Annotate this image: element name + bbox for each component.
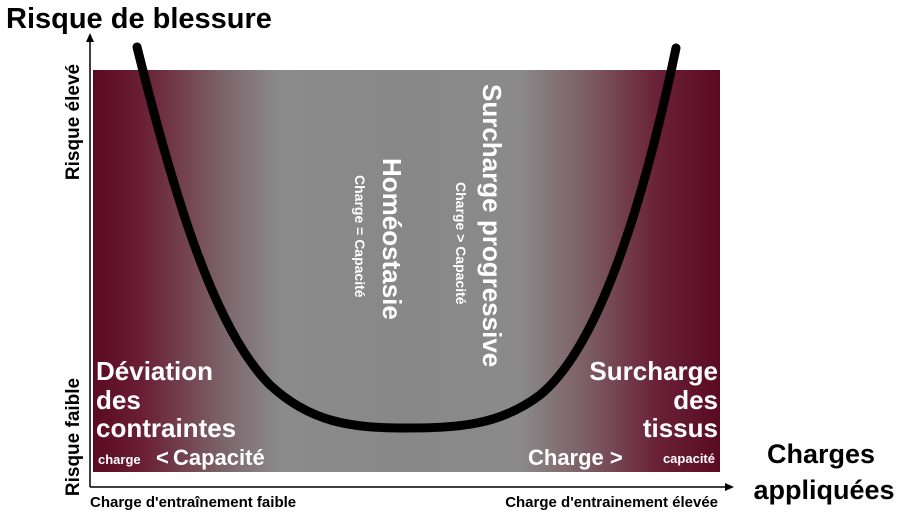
risk-curve xyxy=(132,42,681,433)
chart-title: Risque de blessure xyxy=(6,3,272,35)
zone-surcharge-progressive: Surcharge progressive Charge > Capacité xyxy=(453,84,507,367)
zone-surcharge-tissus-line2: des xyxy=(673,385,718,415)
zone-homeostasie-sub: Charge = Capacité xyxy=(352,175,368,298)
x-axis-title-line2: appliquées xyxy=(753,475,894,505)
zone-surcharge-tissus-line3: tissus xyxy=(643,413,718,443)
zone-deviation: Déviation des contraintes charge < Capac… xyxy=(96,356,265,470)
zone-surcharge-progressive-sub: Charge > Capacité xyxy=(453,182,469,305)
x-axis xyxy=(90,483,734,491)
zone-deviation-line1: Déviation xyxy=(96,356,213,386)
zone-surcharge-tissus-sub-big: Charge > xyxy=(528,445,623,470)
zone-deviation-line3: contraintes xyxy=(96,413,236,443)
zone-surcharge-tissus-line1: Surcharge xyxy=(589,356,718,386)
x-label-high: Charge d'entrainement élevée xyxy=(505,494,718,511)
zone-deviation-sub-big: Capacité xyxy=(173,445,265,470)
zone-deviation-line2: des xyxy=(96,385,141,415)
zone-surcharge-tissus-sub-small: capacité xyxy=(663,451,715,466)
zone-deviation-sub-small: charge xyxy=(98,452,141,467)
y-label-low: Risque faible xyxy=(63,378,84,496)
zone-homeostasie-title: Homéostasie xyxy=(377,158,407,320)
zone-homeostasie: Homéostasie Charge = Capacité xyxy=(352,158,407,320)
zone-surcharge-progressive-title: Surcharge progressive xyxy=(477,84,507,367)
x-axis-title-line1: Charges xyxy=(767,439,875,469)
x-label-low: Charge d'entraînement faible xyxy=(90,494,296,511)
zone-deviation-sub-symbol: < xyxy=(156,445,169,470)
zone-surcharge-tissus: Surcharge des tissus Charge > capacité xyxy=(528,356,718,470)
y-label-high: Risque élevé xyxy=(63,64,84,180)
y-axis xyxy=(86,33,94,487)
